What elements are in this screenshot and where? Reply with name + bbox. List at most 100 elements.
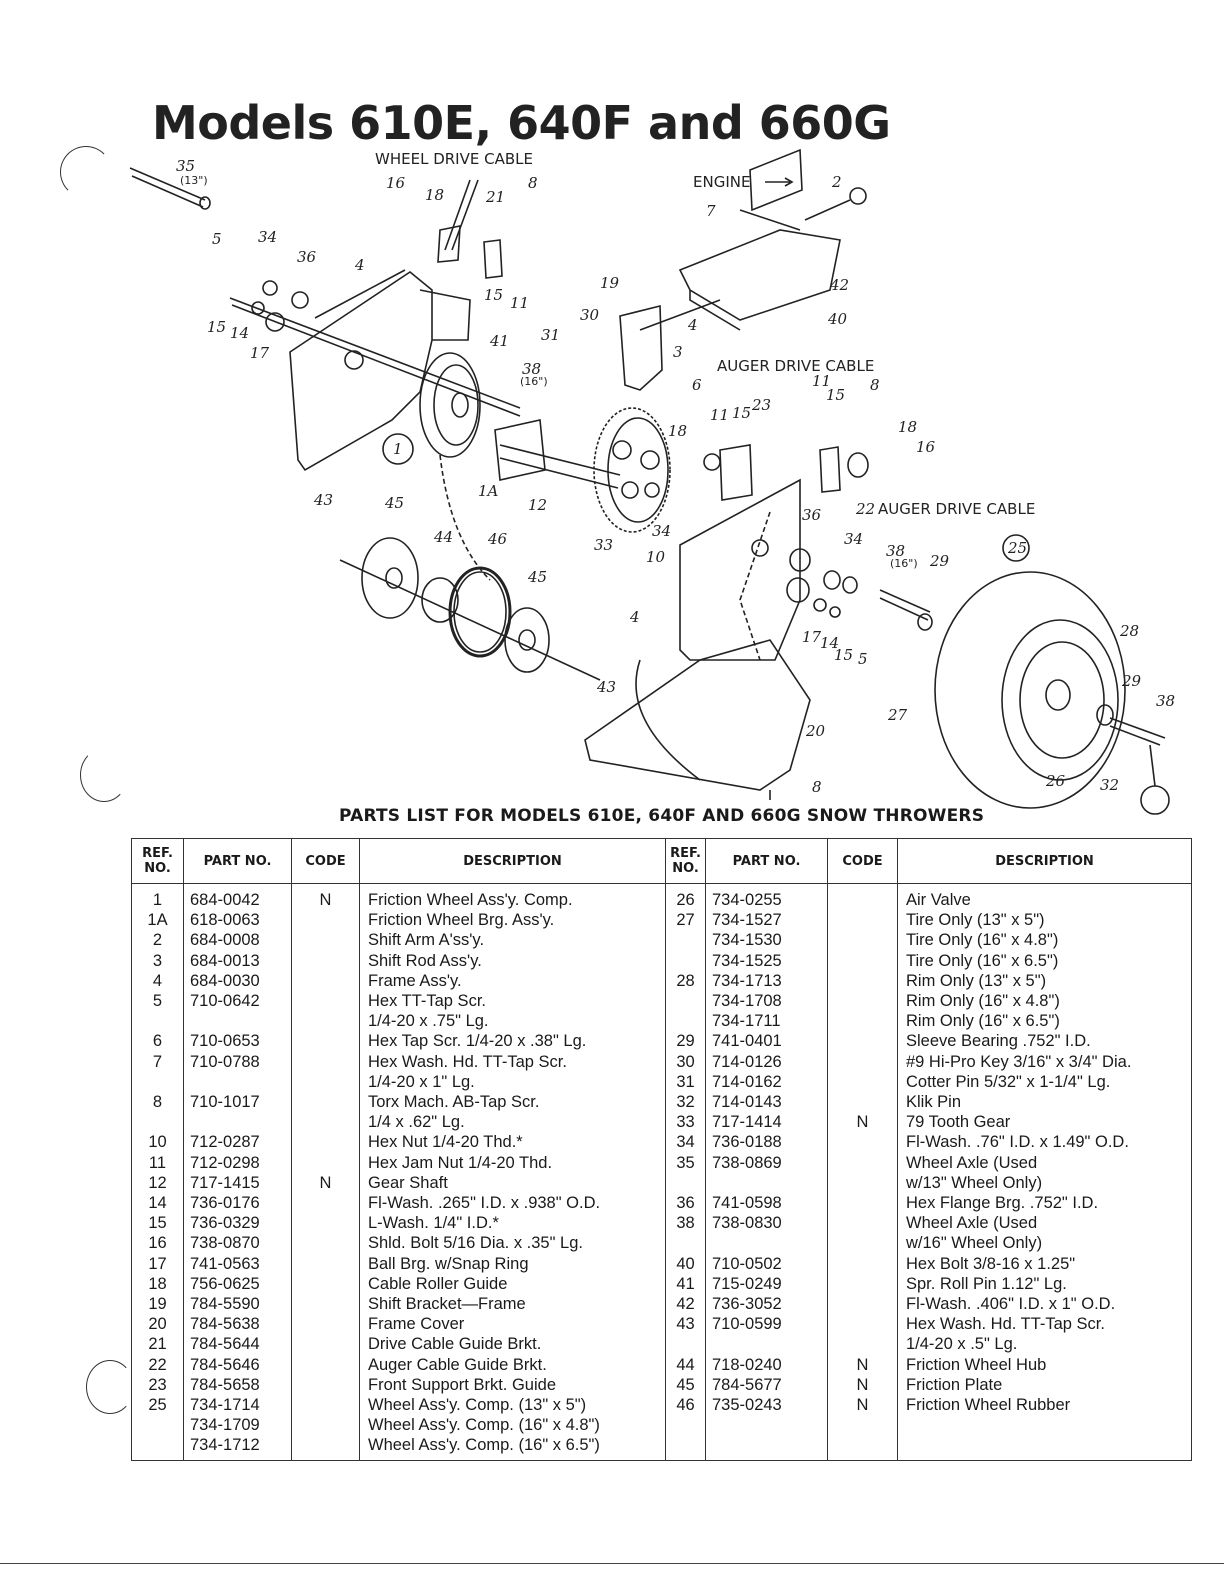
right-part-cell: 736-3052: [705, 1294, 828, 1315]
right-desc-cell: Tire Only (16" x 6.5"): [897, 950, 1192, 971]
left-ref-cell: [131, 1071, 184, 1093]
left-desc-cell: Auger Cable Guide Brkt.: [359, 1354, 666, 1375]
left-ref-cell: 17: [131, 1253, 184, 1274]
right-ref-cell: [665, 950, 706, 971]
left-part-cell: 784-5644: [183, 1334, 292, 1355]
left-part-cell: 734-1712: [183, 1435, 292, 1461]
right-part-cell: 735-0243: [705, 1395, 828, 1416]
left-desc-cell: Hex Tap Scr. 1/4-20 x .38" Lg.: [359, 1031, 666, 1052]
callout-41: 41: [489, 332, 509, 350]
left-part-cell: 684-0030: [183, 970, 292, 992]
right-ref-cell: 46: [665, 1395, 706, 1416]
header-ref-no-2: REF. NO.: [665, 838, 706, 884]
left-desc-cell: Friction Wheel Brg. Ass'y.: [359, 910, 666, 931]
binder-hole-mark-middle: [80, 748, 128, 802]
callout-33: 33: [594, 536, 613, 554]
left-code-cell: [291, 910, 360, 931]
left-desc-cell: L-Wash. 1/4" I.D.*: [359, 1213, 666, 1234]
right-desc-cell: w/13" Wheel Only): [897, 1172, 1192, 1194]
right-code-cell: [827, 1435, 898, 1461]
left-ref-cell: 1: [131, 883, 184, 911]
callout-16b: 16: [916, 438, 936, 456]
callout-10: 10: [646, 548, 666, 566]
left-code-cell: N: [291, 1172, 360, 1194]
left-code-cell: [291, 1092, 360, 1113]
left-ref-cell: [131, 1435, 184, 1461]
right-desc-cell: #9 Hi-Pro Key 3/16" x 3/4" Dia.: [897, 1051, 1192, 1072]
right-code-cell: [827, 991, 898, 1012]
right-code-cell: [827, 1334, 898, 1355]
left-desc-cell: Drive Cable Guide Brkt.: [359, 1334, 666, 1355]
left-part-cell: 684-0013: [183, 950, 292, 971]
left-code-cell: [291, 1395, 360, 1416]
left-ref-cell: 3: [131, 950, 184, 971]
left-part-cell: 710-0788: [183, 1051, 292, 1072]
left-code-cell: [291, 1374, 360, 1396]
right-ref-cell: 42: [665, 1294, 706, 1315]
callout-28: 28: [1119, 622, 1139, 640]
left-desc-cell: Frame Ass'y.: [359, 970, 666, 992]
left-desc-cell: Shift Bracket—Frame: [359, 1294, 666, 1315]
left-desc-cell: Wheel Ass'y. Comp. (16" x 6.5"): [359, 1435, 666, 1461]
right-part-cell: [705, 1233, 828, 1254]
right-desc-cell: Wheel Axle (Used: [897, 1213, 1192, 1234]
left-code-cell: [291, 1354, 360, 1375]
right-ref-cell: 31: [665, 1071, 706, 1093]
right-code-cell: [827, 1172, 898, 1194]
callout-5b: 5: [858, 650, 868, 668]
left-desc-cell: 1/4 x .62" Lg.: [359, 1112, 666, 1133]
right-desc-cell: Hex Wash. Hd. TT-Tap Scr.: [897, 1314, 1192, 1335]
callout-43b: 43: [596, 678, 616, 696]
left-desc-cell: Hex Jam Nut 1/4-20 Thd.: [359, 1152, 666, 1173]
left-code-cell: N: [291, 883, 360, 911]
right-ref-cell: 30: [665, 1051, 706, 1072]
right-ref-cell: 38: [665, 1213, 706, 1234]
right-ref-cell: [665, 1233, 706, 1254]
right-ref-cell: 45: [665, 1374, 706, 1396]
right-ref-cell: [665, 991, 706, 1012]
right-part-cell: [705, 1334, 828, 1355]
left-ref-cell: [131, 1112, 184, 1133]
right-part-cell: 710-0599: [705, 1314, 828, 1335]
left-part-cell: 684-0042: [183, 883, 292, 911]
callout-32: 32: [1100, 776, 1119, 794]
left-code-cell: [291, 1273, 360, 1295]
right-desc-cell: Friction Plate: [897, 1374, 1192, 1396]
callout-27: 27: [887, 706, 908, 724]
left-part-cell: 756-0625: [183, 1273, 292, 1295]
right-code-cell: [827, 1193, 898, 1214]
right-code-cell: [827, 970, 898, 992]
left-ref-cell: 16: [131, 1233, 184, 1254]
header-description: DESCRIPTION: [359, 838, 666, 884]
parts-list-heading: PARTS LIST FOR MODELS 610E, 640F AND 660…: [339, 806, 985, 826]
callout-21: 21: [485, 188, 505, 206]
right-part-cell: 734-1708: [705, 991, 828, 1012]
left-ref-cell: 2: [131, 930, 184, 951]
right-code-cell: N: [827, 1112, 898, 1133]
left-desc-cell: Gear Shaft: [359, 1172, 666, 1194]
right-part-cell: 734-1530: [705, 930, 828, 951]
left-code-cell: [291, 1031, 360, 1052]
callout-4c: 4: [629, 608, 640, 626]
right-desc-cell: Rim Only (16" x 4.8"): [897, 991, 1192, 1012]
left-desc-cell: 1/4-20 x .75" Lg.: [359, 1011, 666, 1032]
left-ref-cell: 25: [131, 1395, 184, 1416]
callout-38b: 38: [886, 542, 905, 560]
left-part-cell: 734-1714: [183, 1395, 292, 1416]
callout-11c: 11: [812, 372, 831, 390]
left-desc-cell: 1/4-20 x 1" Lg.: [359, 1071, 666, 1093]
left-ref-cell: 6: [131, 1031, 184, 1052]
right-part-cell: 741-0598: [705, 1193, 828, 1214]
left-ref-cell: 15: [131, 1213, 184, 1234]
callout-11: 11: [510, 294, 529, 312]
left-code-cell: [291, 1071, 360, 1093]
